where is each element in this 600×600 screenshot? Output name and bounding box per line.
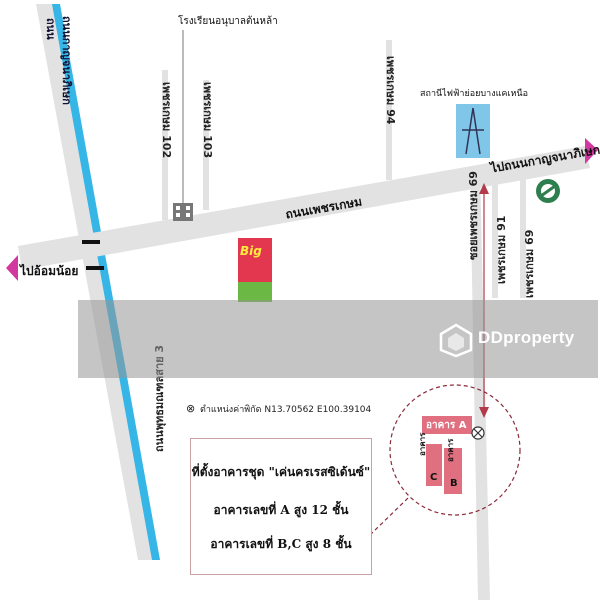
building-b [444, 448, 462, 494]
building-c [426, 444, 442, 486]
left-road-label: ถนนกาญจนาภิเษก [60, 16, 73, 105]
info-box: ที่ตั้งอาคารชุด "เค่นครเรสซิเด้นซ์" อาคา… [190, 438, 372, 575]
info-line-3: อาคารเลขที่ B,C สูง 8 ชั้น [210, 537, 352, 551]
callout-line [369, 497, 409, 536]
building-a [422, 416, 472, 434]
location-marker-icon: ⊗ [186, 402, 196, 415]
coordinates: ตำแหน่งค่าพิกัด N13.70562 E100.39104 [200, 402, 371, 416]
watermark-text: DDproperty [478, 328, 575, 347]
lane-94-label: เพชรเกษม 94 [384, 56, 397, 125]
school-icon [173, 203, 193, 221]
station-label: สถานีไฟฟ้าย่อยบางแคเหนือ [420, 89, 528, 99]
canal [52, 4, 160, 560]
store-label: Big [240, 244, 262, 258]
lane-91-label: เพชรเกษม 91 [495, 215, 508, 284]
bridge-mark [82, 240, 100, 244]
info-line-2: อาคารเลขที่ A สูง 12 ชั้น [213, 503, 349, 517]
right-lane-label: ซอยเพชรเกษม 69 [467, 171, 480, 260]
ddproperty-logo-icon [439, 323, 473, 358]
building-c-label: C [430, 472, 438, 483]
lane-103 [203, 80, 209, 210]
lane-69-label: เพชรเกษม 69 [523, 229, 536, 298]
lane-102 [162, 70, 168, 220]
lane-91 [492, 178, 498, 298]
arrow-right [585, 138, 598, 164]
school-label: โรงเรียนอนุบาลต้นหล้า [178, 16, 278, 27]
info-line-1: ที่ตั้งอาคารชุด "เค่นครเรสซิเด้นซ์" [191, 465, 371, 479]
lane-102-label: เพชรเกษม 102 [160, 82, 173, 159]
bottom-road [470, 170, 490, 600]
lane-94 [386, 40, 392, 180]
left-road-label-2: ถนน [44, 18, 57, 40]
main-road [18, 146, 590, 270]
direction-left-label: ไปอ้อมน้อย [20, 264, 79, 278]
arrow-left [6, 255, 18, 281]
coordinates-value: N13.70562 E100.39104 [264, 405, 372, 415]
bridge-mark [86, 266, 104, 270]
focus-circle [389, 384, 521, 516]
watermark-band [78, 300, 598, 378]
lane-69 [520, 178, 526, 298]
substation-icon [456, 104, 490, 158]
building-a-label: อาคาร A [426, 420, 467, 431]
lane-103-label: เพชรเกษม 103 [201, 82, 214, 159]
building-b-top-label: อาคาร [446, 438, 455, 462]
building-b-label: B [450, 478, 458, 489]
building-c-top-label: อาคาร [418, 432, 427, 456]
coordinates-label: ตำแหน่งค่าพิกัด [200, 405, 262, 415]
